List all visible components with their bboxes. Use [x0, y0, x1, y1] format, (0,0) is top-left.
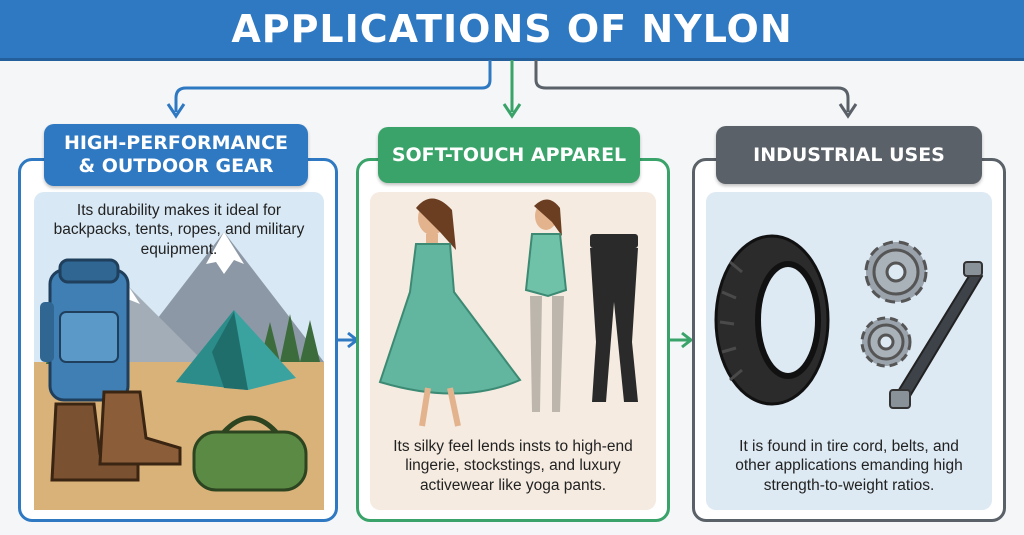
- title-banner: APPLICATIONS OF NYLON: [0, 0, 1024, 61]
- industrial-illustration: [714, 234, 984, 409]
- page-title: APPLICATIONS OF NYLON: [231, 7, 793, 51]
- gear-icon: [860, 240, 928, 368]
- industrial-description-line2: other applications emanding high: [735, 457, 963, 475]
- apparel-description-line2: lingerie, stockstings, and luxury: [405, 457, 621, 475]
- tire-icon: [714, 234, 830, 406]
- apparel-illustration: [378, 198, 638, 427]
- apparel-description-line1: Its silky feel lends insts to high-end: [393, 438, 633, 455]
- outdoor-illustration: [34, 232, 324, 510]
- arrow-to-industrial: [534, 60, 850, 112]
- belt-icon: [889, 261, 984, 409]
- backpack-icon: [40, 258, 130, 402]
- bodysuit-icon: [524, 199, 568, 412]
- outdoor-heading-line1: HIGH-PERFORMANCE: [63, 132, 289, 155]
- industrial-description: It is found in tire cord, belts, and oth…: [712, 437, 986, 495]
- tent-icon: [176, 310, 296, 390]
- outdoor-heading-line2: & OUTDOOR GEAR: [78, 155, 274, 177]
- boots-icon: [50, 390, 182, 482]
- outdoor-description: Its durability makes it ideal for backpa…: [53, 202, 305, 258]
- outdoor-gear-heading: HIGH-PERFORMANCE & OUTDOOR GEAR: [44, 124, 308, 186]
- apparel-description: Its silky feel lends insts to high-end l…: [376, 437, 650, 495]
- arrow-to-outdoor-gear: [174, 60, 492, 112]
- apparel-heading: SOFT-TOUCH APPAREL: [378, 127, 640, 183]
- dress-icon: [378, 198, 522, 427]
- industrial-description-line1: It is found in tire cord, belts, and: [739, 438, 959, 455]
- duffel-bag-icon: [192, 415, 308, 492]
- industrial-description-line3: strength-to-weight ratios.: [763, 476, 935, 494]
- industrial-heading: INDUSTRIAL USES: [716, 126, 982, 184]
- apparel-description-line3: activewear like yoga pants.: [419, 476, 607, 494]
- leggings-icon: [590, 234, 638, 402]
